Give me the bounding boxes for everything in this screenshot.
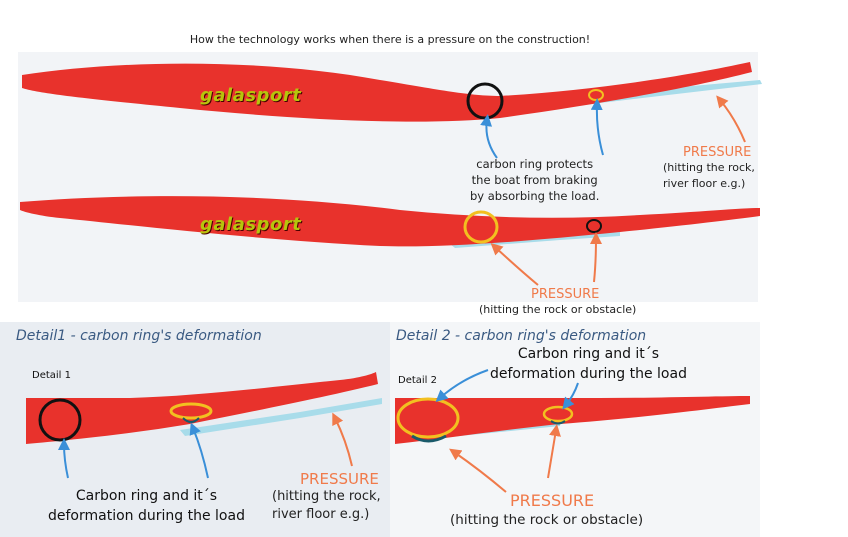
detail2-pressure-label: PRESSURE xyxy=(510,491,595,510)
middle-pressure-label: PRESSURE xyxy=(531,287,600,302)
top-carbon-note: carbon ring protects the boat from braki… xyxy=(470,157,600,203)
detail2-heading: Detail 2 - carbon ring's deformation xyxy=(396,328,647,344)
detail1-deformation-mark xyxy=(182,417,200,423)
detail1-pressure-detail: (hitting the rock, river floor e.g.) xyxy=(272,489,381,522)
detail2-caption: Carbon ring and it´s deformation during … xyxy=(490,346,687,382)
middle-pressure-arrow-2 xyxy=(589,232,602,283)
top-carbon-arrow-1 xyxy=(480,114,498,159)
detail1-heading: Detail1 - carbon ring's deformation xyxy=(16,328,262,344)
detail2-tag: Detail 2 xyxy=(398,375,437,386)
detail2-carbon-ring-small xyxy=(542,405,574,423)
detail1-pressure-label: PRESSURE xyxy=(300,470,379,488)
detail2-boat xyxy=(395,396,750,444)
middle-carbon-ring-small xyxy=(586,219,602,233)
top-pressure-arrow xyxy=(716,95,746,143)
middle-brand-logo: galasport xyxy=(200,214,302,235)
page-title: How the technology works when there is a… xyxy=(189,33,591,46)
detail2-deformation-mark-small xyxy=(550,420,566,425)
detail1-caption: Carbon ring and it´s deformation during … xyxy=(48,488,245,524)
detail2-pressure-arrow-1 xyxy=(449,448,507,493)
middle-boat-hull xyxy=(20,196,760,247)
detail2-deformation-mark-large xyxy=(411,434,447,443)
detail2-boat-hull xyxy=(395,396,750,444)
middle-carbon-ring-large xyxy=(463,210,499,244)
detail1-carbon-arrow-2 xyxy=(189,422,209,479)
detail1-carbon-arrow-1 xyxy=(58,438,71,479)
detail1-tag: Detail 1 xyxy=(32,370,71,381)
detail2-carbon-arrow-2 xyxy=(562,382,579,410)
arrows xyxy=(58,95,746,493)
detail1-boat-hull xyxy=(26,372,378,444)
detail2-carbon-ring-large xyxy=(396,397,460,439)
detail2-pressure-arrow-2 xyxy=(547,424,561,479)
detail2-carbon-arrow-1 xyxy=(435,369,489,403)
top-pressure-detail: (hitting the rock, river floor e.g.) xyxy=(663,161,755,190)
detail1-carbon-ring-yellow xyxy=(169,402,213,420)
middle-pressure-arrow-1 xyxy=(490,242,539,286)
top-brand-logo: galasport xyxy=(200,85,302,106)
detail1-water-line xyxy=(180,398,382,436)
top-carbon-arrow-2 xyxy=(590,98,604,156)
detail2-pressure-detail: (hitting the rock or obstacle) xyxy=(450,512,644,528)
top-boat-hull xyxy=(22,62,752,122)
detail1-pressure-arrow xyxy=(332,412,353,467)
middle-pressure-detail: (hitting the rock or obstacle) xyxy=(479,303,637,316)
top-pressure-label: PRESSURE xyxy=(683,145,752,160)
